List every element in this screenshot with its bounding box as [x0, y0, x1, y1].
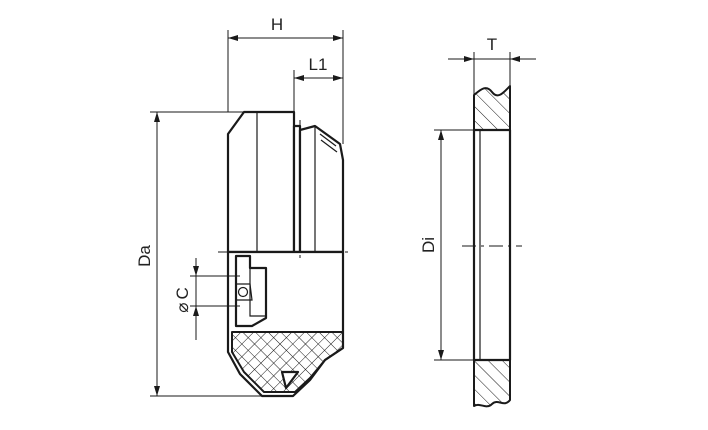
- dimension-H: H: [227, 15, 344, 144]
- gland-seal-section: [231, 331, 344, 393]
- gland-side-view: [218, 110, 352, 398]
- oring-circle: [237, 286, 249, 298]
- arrow-Di-bottom: [438, 350, 444, 360]
- arrow-C-top: [193, 266, 199, 276]
- arrow-C-bottom: [193, 306, 199, 316]
- dimension-Di: Di: [419, 129, 480, 361]
- thread-line-2: [319, 133, 337, 147]
- arrow-Da-top: [154, 112, 160, 122]
- oring-seat: [236, 283, 253, 301]
- label-C: ⌀C: [173, 287, 192, 313]
- thread-line-3: [320, 139, 338, 153]
- dimension-C: ⌀C: [173, 258, 240, 340]
- label-Da: Da: [135, 245, 154, 267]
- dimension-T: T: [448, 35, 536, 95]
- dimension-L1: L1: [293, 55, 343, 112]
- groove-step: [249, 268, 266, 317]
- diameter-symbol: ⌀: [173, 303, 192, 313]
- ring-side-view: [462, 85, 522, 408]
- arrow-Di-top: [438, 130, 444, 140]
- ring-upper-section: [473, 85, 511, 131]
- dimension-Da: Da: [135, 111, 262, 397]
- arrow-H-left: [228, 35, 238, 41]
- seal-notch: [280, 370, 300, 390]
- arrow-Da-bottom: [154, 386, 160, 396]
- arrow-L1-left: [294, 75, 304, 81]
- label-Di: Di: [419, 237, 438, 253]
- label-L1: L1: [309, 55, 328, 74]
- arrow-T-left: [464, 56, 474, 62]
- label-T: T: [487, 35, 497, 54]
- ring-lower-section: [473, 359, 511, 408]
- label-C-text: C: [173, 287, 192, 299]
- arrow-H-right: [333, 35, 343, 41]
- gland-threaded-nose: [298, 124, 345, 254]
- label-H: H: [271, 15, 283, 34]
- gland-upper-body: [226, 110, 296, 254]
- arrow-T-right: [510, 56, 520, 62]
- arrow-L1-right: [333, 75, 343, 81]
